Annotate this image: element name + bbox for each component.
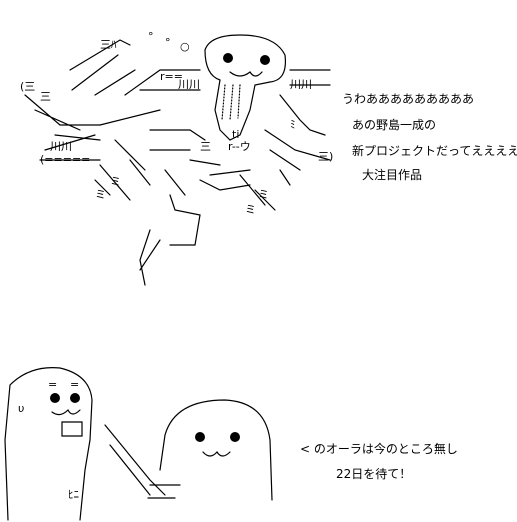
svg-text:=: = [48, 378, 57, 391]
svg-text:ti: ti [232, 128, 239, 141]
svg-text:ミ: ミ [245, 203, 256, 216]
tall-character-art: υ = = ﾋﾆ [4, 367, 166, 521]
svg-text:川川: 川川 [178, 78, 200, 91]
svg-text:(=====: (===== [40, 153, 90, 166]
flailing-character-art: ti r--ウ 三ﾊ r== 川川 川川 (三 三 川川 (===== 三 ﾐ … [20, 30, 333, 286]
round-character-art [147, 399, 273, 501]
svg-text:r==: r== [160, 70, 183, 83]
svg-text:三: 三 [40, 90, 51, 103]
reply-line-2: 22日を待て！ [336, 467, 412, 481]
svg-text:°: ° [165, 36, 171, 49]
svg-text:=: = [70, 378, 79, 391]
svg-text:○: ○ [180, 40, 190, 53]
svg-text:ミ: ミ [95, 188, 106, 201]
reply-line-1: < のオーラは今のところ無し [300, 442, 458, 456]
svg-text:ﾋﾆ: ﾋﾆ [68, 488, 79, 501]
svg-text:川川: 川川 [290, 78, 312, 91]
svg-text:三: 三 [200, 140, 211, 153]
svg-text:ミ: ミ [258, 188, 269, 201]
svg-text:°: ° [148, 30, 154, 43]
svg-text:υ: υ [18, 402, 24, 415]
scream-line-3: 新プロジェクトだってえええええ [352, 144, 517, 158]
svg-text:r--ウ: r--ウ [228, 140, 251, 153]
svg-text:(三: (三 [20, 80, 35, 93]
svg-text:ﾐ: ﾐ [290, 118, 296, 131]
svg-text:ミ: ミ [110, 175, 121, 188]
scream-line-2: あの野島一成の [352, 118, 437, 132]
scream-line-4: 大注目作品 [362, 168, 423, 182]
svg-text:三): 三) [318, 150, 333, 163]
scream-line-1: うわあああああああああ [342, 92, 475, 106]
svg-text:三ﾊ: 三ﾊ [100, 38, 117, 51]
svg-text:川川: 川川 [50, 140, 72, 153]
